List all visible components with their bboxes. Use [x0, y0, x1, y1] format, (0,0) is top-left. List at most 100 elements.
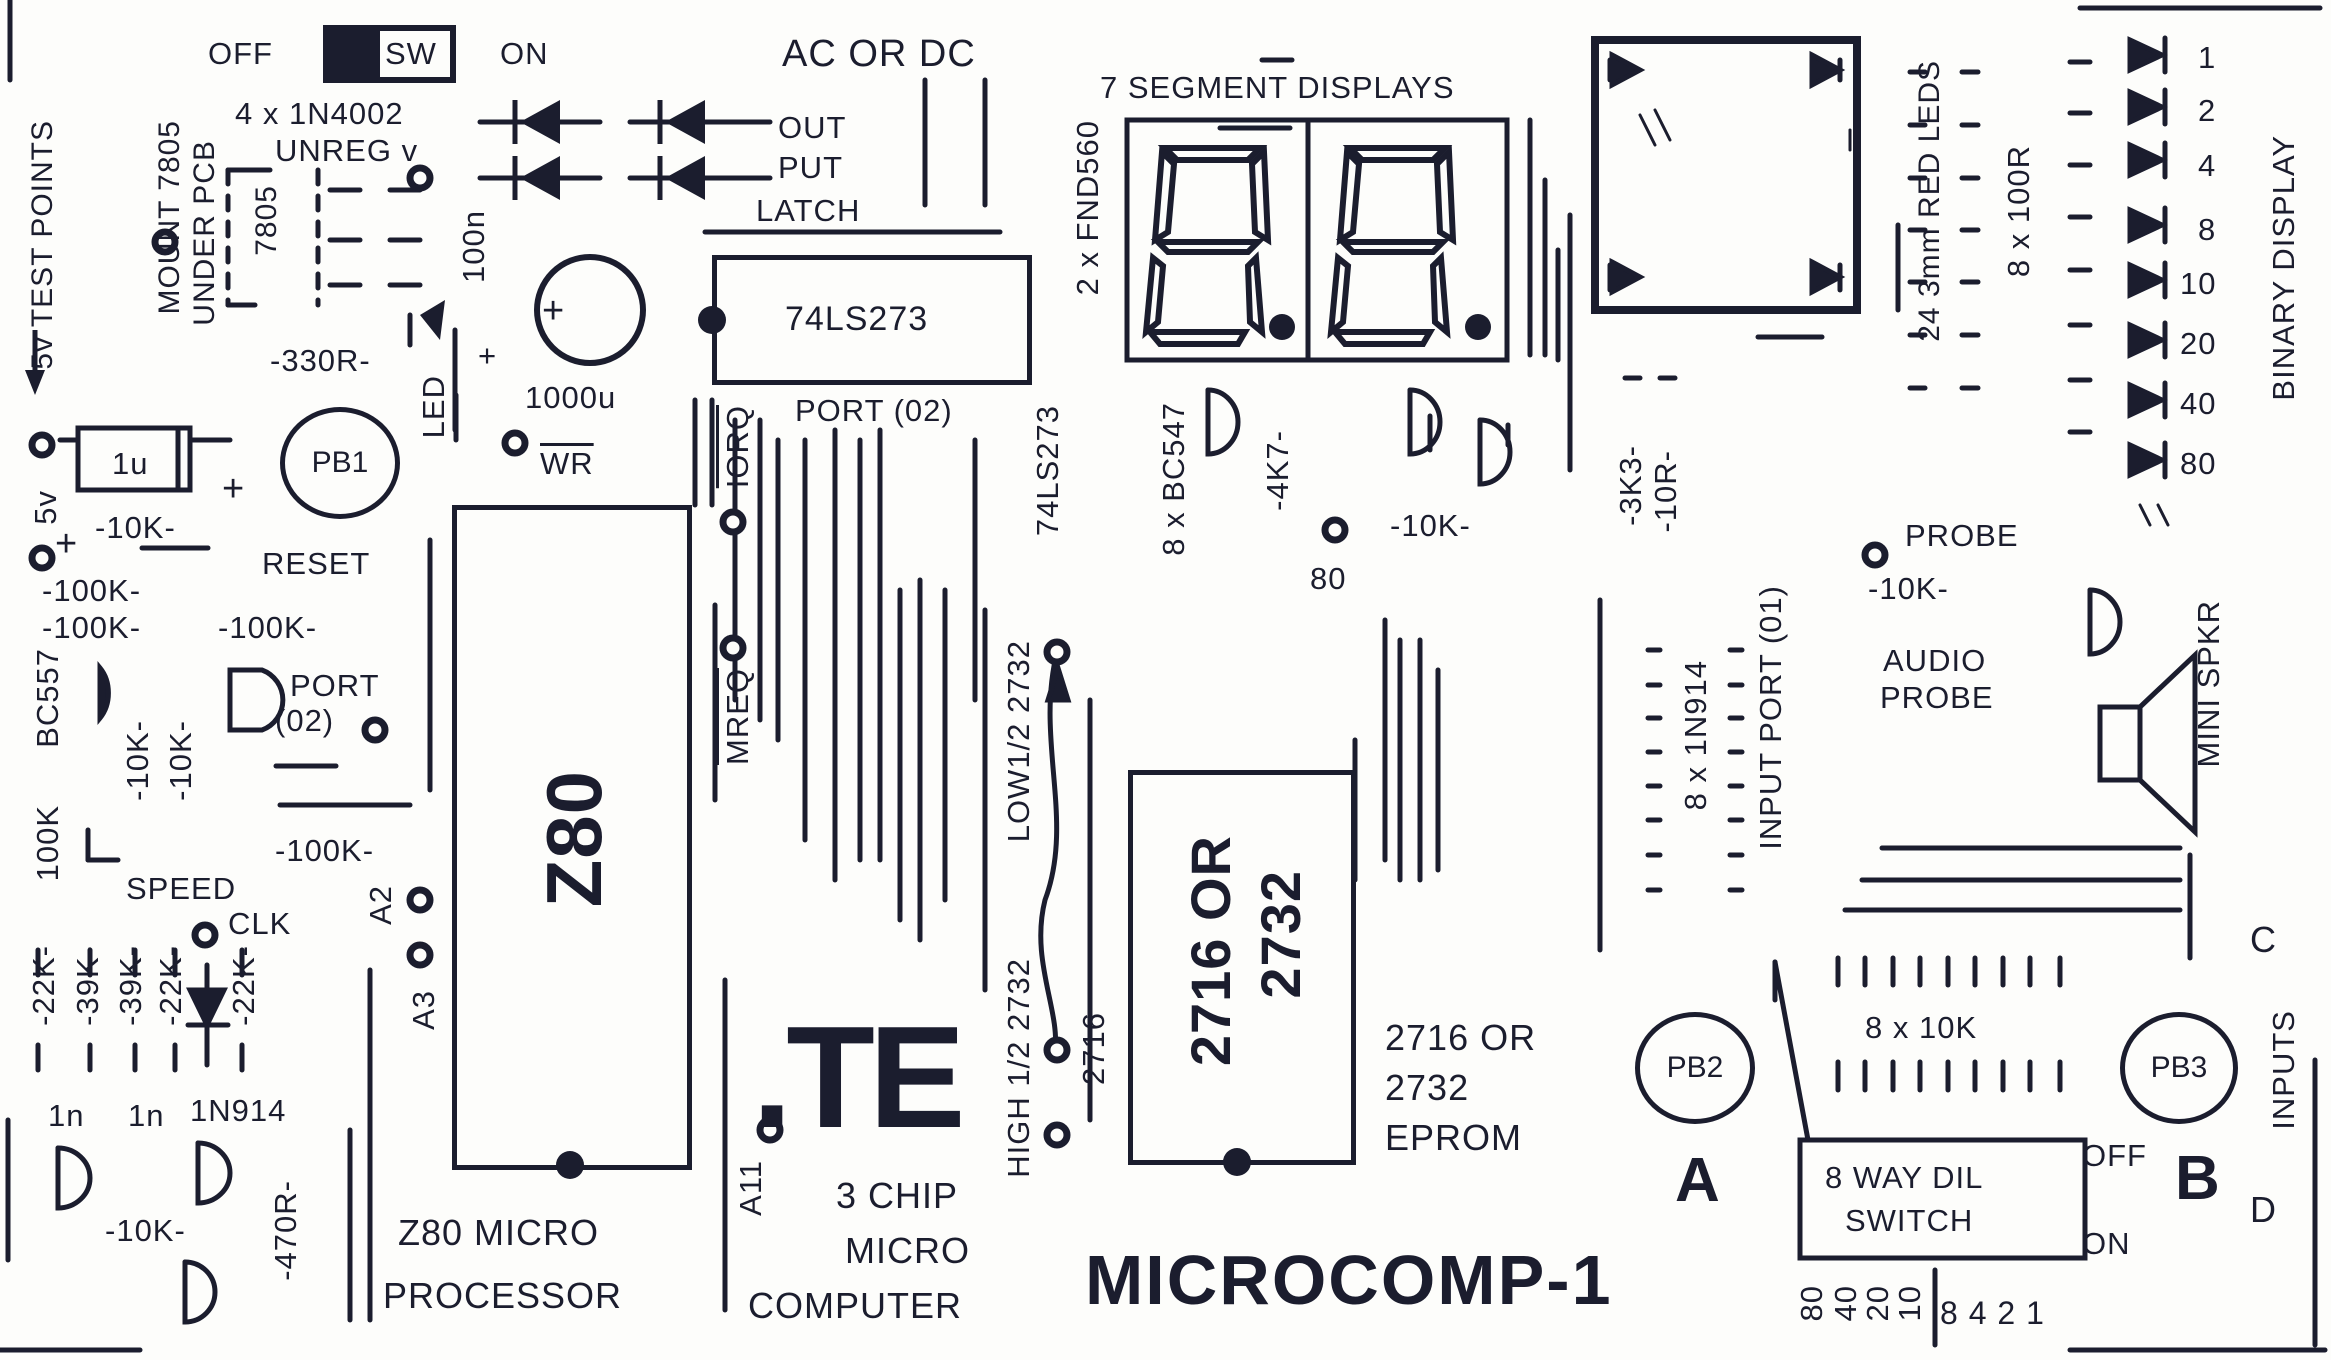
bc547-label: 8 x BC547: [1156, 402, 1191, 556]
z80-caption-line1: Z80 MICRO: [398, 1212, 600, 1253]
led-value-8: 8: [2198, 212, 2217, 247]
dil-off-label: OFF: [2082, 1138, 2147, 1173]
mount-7805-label: MOUNT 7805: [153, 120, 186, 315]
reset-port-label: PORT: [290, 668, 380, 703]
cap-1u-label: 1u: [112, 446, 149, 481]
latch-port-label: PORT (02): [795, 393, 953, 428]
r10r-label: -10R-: [1648, 450, 1683, 533]
dil-weight-80: 80: [1794, 1285, 1829, 1322]
input-a-label: A: [1675, 1146, 1721, 1215]
eprom-chip-label1: 2716 OR: [1179, 835, 1242, 1067]
switch-on-label: ON: [500, 36, 549, 71]
z80-chip-label: Z80: [530, 770, 618, 908]
brand-line2: MICRO: [845, 1230, 970, 1271]
wr-label: WR: [540, 446, 594, 481]
clock-r22a: -22K-: [26, 945, 61, 1026]
board-title: MICROCOMP-1: [1085, 1241, 1613, 1319]
clock-r470: -470R-: [268, 1180, 303, 1281]
reset-r8: -100K-: [275, 833, 375, 868]
mini-speaker-label: MINI SPKR: [2191, 600, 2226, 768]
led-resistors-label: 8 x 100R: [2001, 145, 2036, 278]
ac-dc-label: AC OR DC: [782, 33, 976, 75]
dil-on-label: ON: [2082, 1226, 2131, 1261]
diodes-label: 4 x 1N4002: [235, 96, 404, 131]
plus-5v: +: [55, 523, 79, 565]
clock-r22b: -22K-: [153, 945, 188, 1026]
reset-r2: -100K-: [42, 573, 142, 608]
latch-side-label: 74LS273: [1030, 405, 1065, 537]
z80-caption-line2: PROCESSOR: [383, 1275, 623, 1316]
put-label: PUT: [778, 150, 843, 185]
plus-1u: +: [222, 468, 246, 510]
probe-r10k: -10K-: [1868, 571, 1949, 606]
led-value-10: 10: [2180, 266, 2217, 301]
eprom-chip-label2: 2732: [1249, 870, 1312, 999]
led-value-20: 20: [2180, 326, 2217, 361]
test-points-label: 5v TEST POINTS: [26, 120, 59, 370]
r4k7-label: -4K7-: [1260, 430, 1295, 511]
clk-label: CLK: [228, 906, 292, 941]
led-value-2: 2: [2198, 93, 2217, 128]
jumper-2716-label: 2716: [1076, 1012, 1111, 1085]
switch-off-label: OFF: [208, 36, 273, 71]
inputs-label: INPUTS: [2266, 1010, 2301, 1130]
input-resistors-label: 8 x 10K: [1865, 1010, 1978, 1045]
fnd-label: 2 x FND560: [1070, 120, 1105, 296]
clock-r22c: -22K-: [226, 945, 261, 1026]
led-label: LED: [416, 375, 451, 439]
input-d-label: D: [2250, 1189, 2277, 1230]
eprom-label-1: 2716 OR: [1385, 1017, 1537, 1058]
audio-probe-line1: AUDIO: [1883, 643, 1987, 678]
input-diodes-label: 8 x 1N914: [1678, 660, 1713, 811]
unreg-label: UNREG v: [275, 133, 419, 168]
clock-r39a: -39K-: [70, 945, 105, 1026]
clock-r10k: -10K-: [105, 1213, 186, 1248]
probe-label: PROBE: [1905, 518, 2019, 553]
reset-r1: -10K-: [95, 510, 176, 545]
pb1-button[interactable]: PB1: [280, 407, 400, 519]
dil-weight-20: 20: [1860, 1285, 1895, 1322]
cap-100n-label: 100n: [456, 210, 491, 283]
dil-switch-line1: 8 WAY DIL: [1825, 1160, 1984, 1195]
clock-diode-label: 1N914: [190, 1093, 287, 1128]
dil-switch-line2: SWITCH: [1845, 1203, 1974, 1238]
reset-port-num: (02): [275, 703, 335, 738]
reset-r7: 100K: [30, 805, 65, 882]
red-leds-label: 24 3mm RED LEDS: [1913, 60, 1946, 342]
brand-line1: 3 CHIP: [836, 1175, 959, 1216]
dil-weight-40: 40: [1828, 1285, 1863, 1322]
dil-weight-8421: 8 4 2 1: [1940, 1295, 2045, 1331]
a11-label: A11: [733, 1160, 768, 1216]
brand-line3: COMPUTER: [748, 1285, 962, 1326]
input-c-label: C: [2250, 919, 2277, 960]
plus-1000u: +: [478, 338, 498, 373]
pin-a2-label: A2: [363, 885, 398, 925]
pb3-button[interactable]: PB3: [2120, 1012, 2238, 1124]
input-b-label: B: [2175, 1144, 2221, 1213]
5v-label: 5v: [28, 490, 63, 525]
z80-chip: [452, 505, 692, 1170]
clock-c1n-b: 1n: [128, 1098, 165, 1133]
out-label: OUT: [778, 110, 847, 145]
input-port-label: INPUT PORT (01): [1753, 585, 1788, 850]
digit-segments: [1142, 145, 1457, 347]
bc557-label: BC557: [30, 648, 65, 748]
display-r10k: -10K-: [1390, 508, 1471, 543]
eprom-label-2: 2732: [1385, 1067, 1470, 1108]
reset-r5: -10K-: [120, 720, 155, 801]
latch-label: LATCH: [756, 193, 861, 228]
pin-a3-label: A3: [406, 990, 441, 1030]
binary-display-label: BINARY DISPLAY: [2266, 135, 2301, 401]
reset-label: RESET: [262, 546, 371, 581]
latch-chip-label: 74LS273: [785, 300, 929, 338]
clock-c1n-a: 1n: [48, 1098, 85, 1133]
clock-r39b: -39K-: [113, 945, 148, 1026]
led-value-1: 1: [2198, 40, 2217, 75]
jumper-high-label: HIGH 1/2 2732: [1001, 958, 1036, 1178]
cap-1000u-label: 1000u: [525, 380, 617, 415]
reset-r3: -100K-: [42, 610, 142, 645]
r3k3-label: -3K3-: [1613, 445, 1648, 526]
pb2-button[interactable]: PB2: [1635, 1012, 1755, 1124]
